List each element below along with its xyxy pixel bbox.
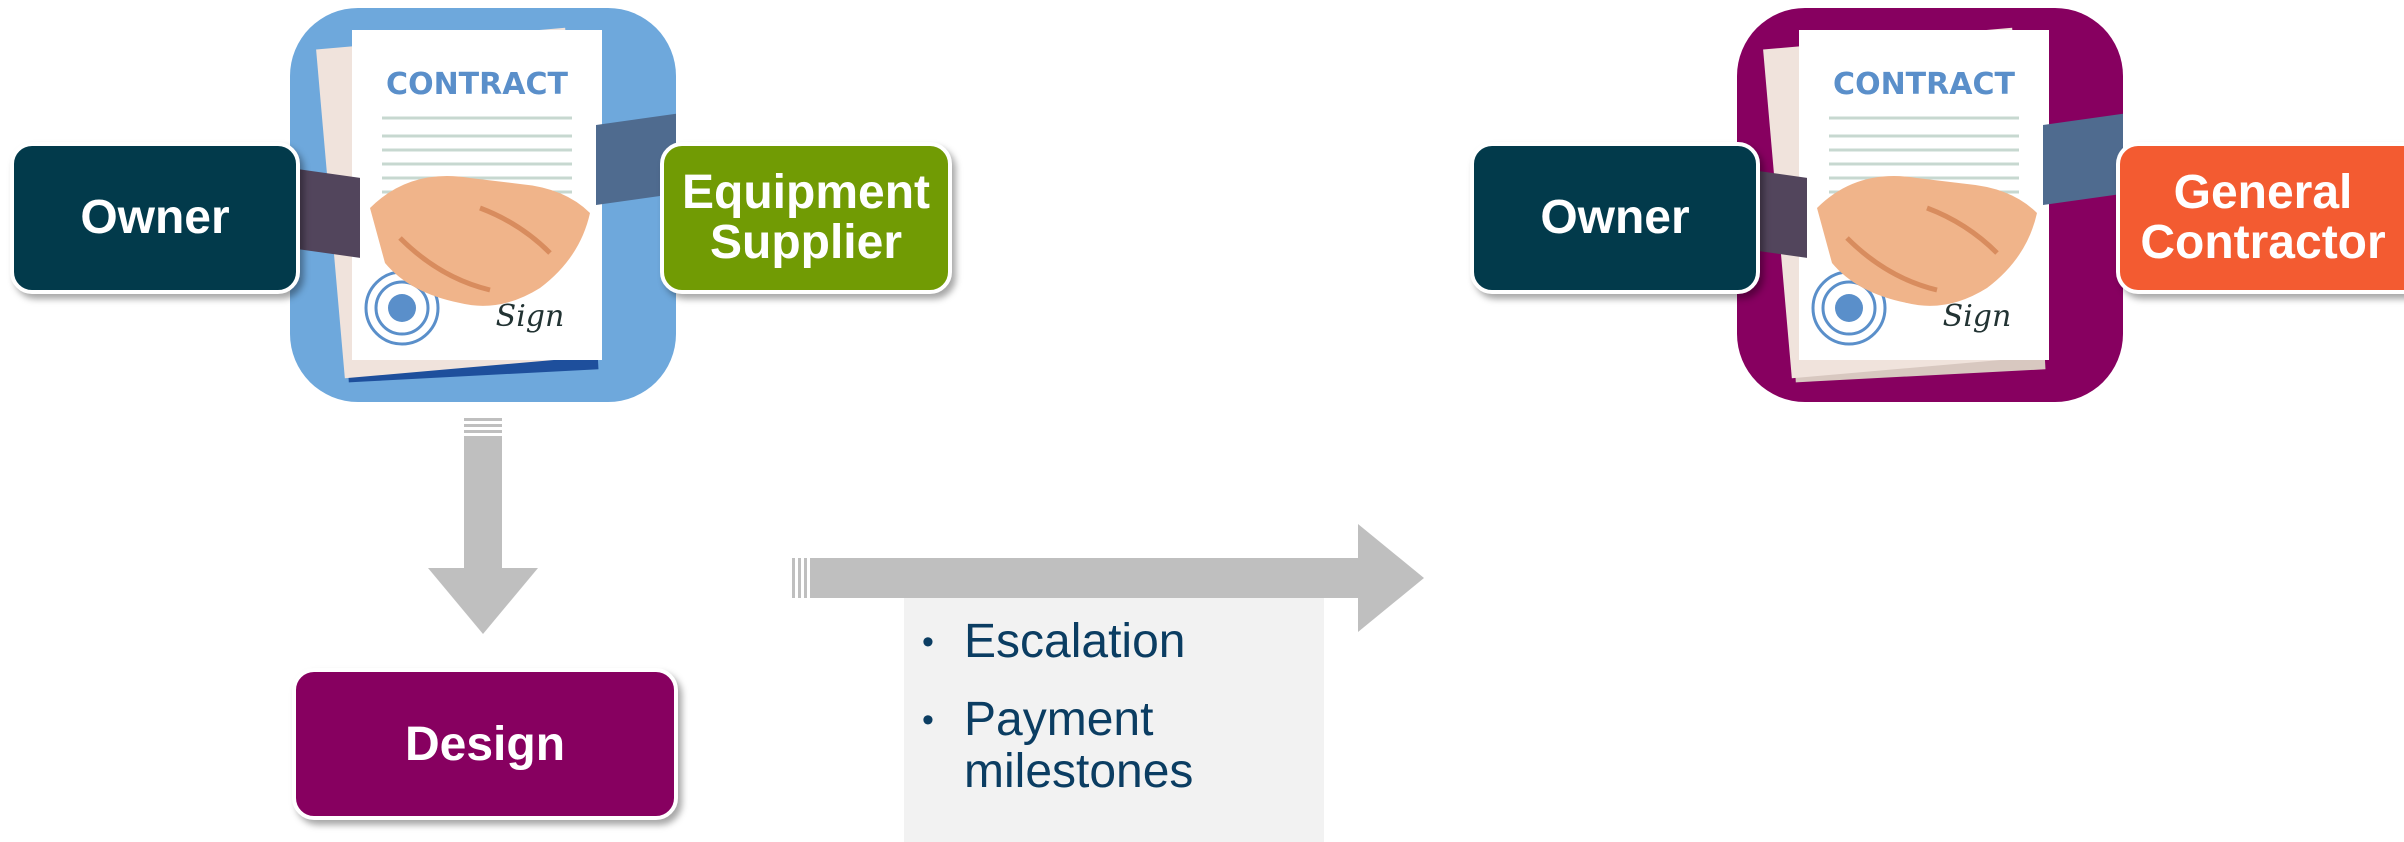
right-arrow-icon	[792, 524, 1424, 632]
seal-icon	[364, 270, 440, 346]
contract-title: CONTRACT	[1833, 67, 2015, 102]
note-escalation: Escalation	[922, 616, 1314, 669]
contract-title: CONTRACT	[386, 67, 568, 102]
design-box: Design	[292, 668, 678, 820]
owner-label: Owner	[80, 190, 230, 244]
general-contractor-box: General Contractor	[2116, 142, 2404, 294]
equipment-supplier-box: Equipment Supplier	[660, 142, 952, 294]
notes-box: Escalation Payment milestones	[904, 598, 1324, 842]
note-payment-milestones: Payment milestones	[922, 694, 1214, 798]
owner-box-right: Owner	[1470, 142, 1760, 294]
equipment-supplier-label: Equipment Supplier	[682, 165, 930, 269]
seal-icon	[1811, 270, 1887, 346]
down-arrow-icon	[428, 418, 538, 634]
owner-box-left: Owner	[10, 142, 300, 294]
general-contractor-label: General Contractor	[2140, 165, 2386, 269]
owner-label: Owner	[1540, 190, 1690, 244]
handshake-icon	[290, 113, 676, 306]
contract-document-icon: CONTRACT Sign	[1737, 27, 2123, 383]
contract-document-icon: CONTRACT Sign	[290, 27, 676, 383]
signature: Sign	[1943, 299, 2012, 334]
handshake-icon	[1737, 113, 2123, 306]
signature: Sign	[496, 299, 565, 334]
design-label: Design	[404, 717, 566, 771]
